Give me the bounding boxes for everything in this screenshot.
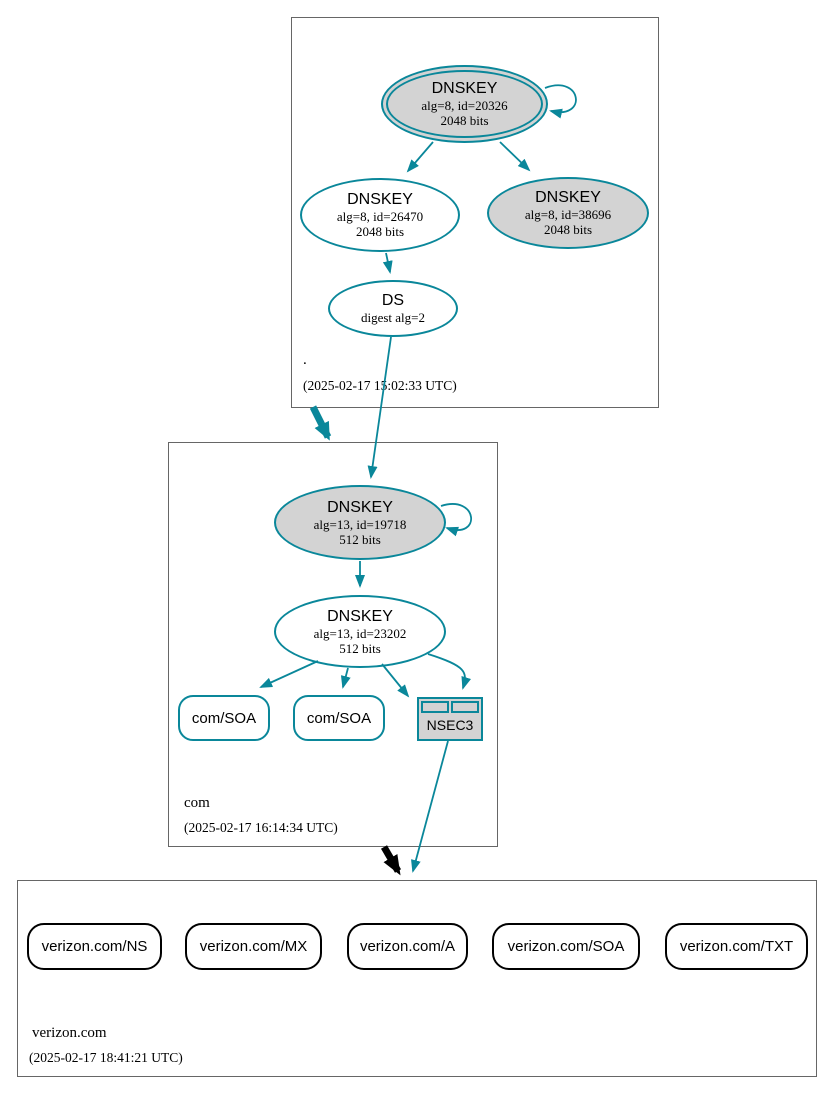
node-title: DS <box>381 292 405 309</box>
node-dnskey-com-zsk-23202[interactable]: DNSKEY alg=13, id=23202 512 bits <box>274 595 446 668</box>
zone-timestamp-root: (2025-02-17 15:02:33 UTC) <box>303 378 457 393</box>
node-rrset-verizon-soa[interactable]: verizon.com/SOA <box>492 923 640 970</box>
node-detail: digest alg=2 <box>360 310 426 325</box>
zone-timestamp-com: (2025-02-17 16:14:34 UTC) <box>184 820 338 835</box>
node-rrset-verizon-ns[interactable]: verizon.com/NS <box>27 923 162 970</box>
node-dnskey-root-ksk-20326[interactable]: DNSKEY alg=8, id=20326 2048 bits <box>381 65 548 143</box>
node-rrset-verizon-mx[interactable]: verizon.com/MX <box>185 923 322 970</box>
node-title: DNSKEY <box>347 191 413 208</box>
node-title: DNSKEY <box>327 498 393 516</box>
zone-label-com: com <box>184 795 210 811</box>
nsec3-record-cells <box>421 701 479 713</box>
node-rrset-verizon-txt[interactable]: verizon.com/TXT <box>665 923 808 970</box>
node-dnskey-root-zsk-26470[interactable]: DNSKEY alg=8, id=26470 2048 bits <box>300 178 460 252</box>
nsec3-label: NSEC3 <box>426 717 474 733</box>
node-detail: 2048 bits <box>543 222 593 237</box>
zone-label-verizon-com: verizon.com <box>32 1025 107 1041</box>
node-detail: alg=8, id=20326 <box>421 98 508 113</box>
zone-box-verizon-com <box>17 880 817 1077</box>
zone-box-root <box>291 17 659 408</box>
node-title: DNSKEY <box>431 80 498 97</box>
node-rrset-verizon-a[interactable]: verizon.com/A <box>347 923 468 970</box>
node-detail: alg=8, id=26470 <box>336 209 424 224</box>
zone-timestamp-verizon-com: (2025-02-17 18:41:21 UTC) <box>29 1050 183 1065</box>
nsec3-record-cell <box>421 701 449 713</box>
node-detail: alg=8, id=38696 <box>524 207 612 222</box>
node-ds-com[interactable]: DS digest alg=2 <box>328 280 458 337</box>
node-dnskey-com-ksk-19718[interactable]: DNSKEY alg=13, id=19718 512 bits <box>274 485 446 560</box>
nsec3-record-cell <box>451 701 479 713</box>
node-rrset-com-soa-1[interactable]: com/SOA <box>178 695 270 741</box>
node-detail: alg=13, id=23202 <box>313 625 407 641</box>
node-title: DNSKEY <box>327 607 393 625</box>
node-nsec3[interactable]: NSEC3 <box>417 697 483 741</box>
edge-delegation-com-to-verizon <box>380 845 402 876</box>
zone-box-com <box>168 442 498 847</box>
node-dnskey-root-standby-38696[interactable]: DNSKEY alg=8, id=38696 2048 bits <box>487 177 649 249</box>
node-detail: 512 bits <box>339 640 381 656</box>
edge-delegation-root-to-com <box>309 405 332 441</box>
node-rrset-com-soa-2[interactable]: com/SOA <box>293 695 385 741</box>
node-detail: 2048 bits <box>440 113 489 128</box>
node-title: DNSKEY <box>535 189 601 206</box>
zone-label-root: . <box>303 352 307 368</box>
node-detail: alg=13, id=19718 <box>313 516 407 532</box>
node-detail: 2048 bits <box>355 224 405 239</box>
node-detail: 512 bits <box>339 531 381 547</box>
